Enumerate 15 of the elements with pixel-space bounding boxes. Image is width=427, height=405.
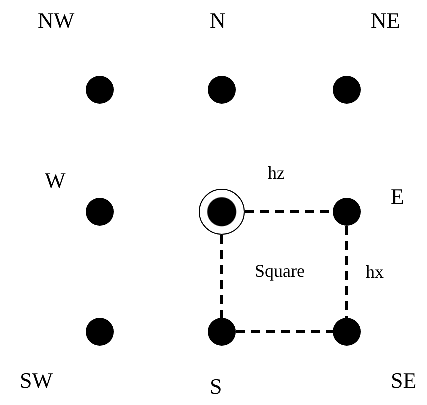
direction-label: NE bbox=[371, 10, 400, 32]
direction-label: SE bbox=[391, 370, 417, 392]
direction-label: S bbox=[210, 376, 222, 398]
direction-label: E bbox=[391, 186, 404, 208]
direction-label: W bbox=[45, 170, 66, 192]
dashed-line bbox=[220, 235, 224, 318]
edge-label: hz bbox=[268, 164, 285, 182]
direction-label: NW bbox=[38, 10, 75, 32]
direction-label: SW bbox=[20, 370, 53, 392]
edge-label: hx bbox=[366, 263, 384, 281]
dashed-line bbox=[346, 226, 348, 318]
ringed-dot bbox=[199, 189, 245, 235]
dashed-line bbox=[236, 330, 333, 334]
direction-label: N bbox=[210, 10, 226, 32]
area-label: Square bbox=[255, 262, 305, 280]
